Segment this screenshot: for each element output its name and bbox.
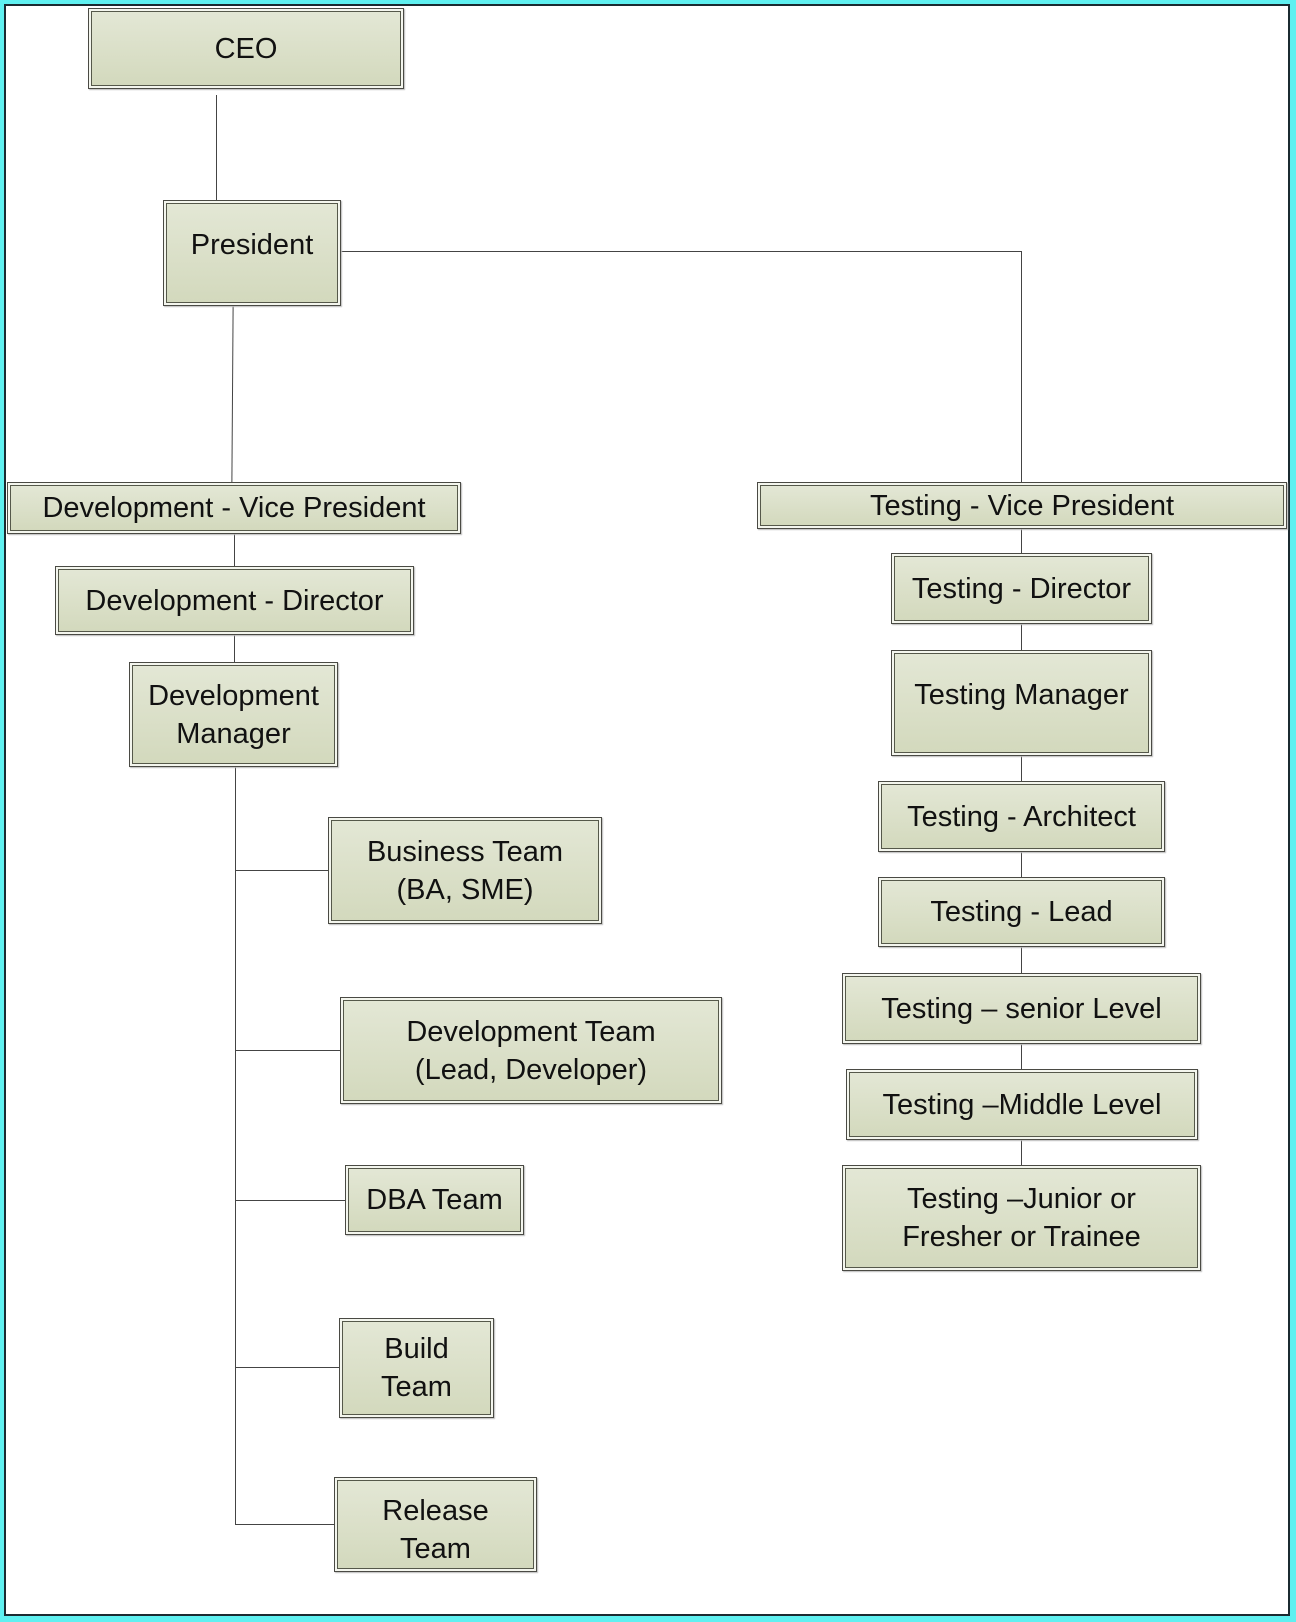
node-label: Build Team [342, 1321, 491, 1415]
node-dev-manager: Development Manager [129, 662, 338, 767]
node-dev-vp: Development - Vice President [7, 482, 461, 534]
connector-dba [235, 1200, 345, 1202]
node-testing-senior: Testing – senior Level [842, 973, 1201, 1044]
node-label: Testing - Lead [881, 880, 1162, 944]
connector-ceo-president [216, 95, 218, 200]
node-dba-team: DBA Team [345, 1165, 524, 1235]
node-label: Testing – senior Level [845, 976, 1198, 1041]
node-label: Testing - Architect [881, 784, 1162, 849]
node-label: Development - Vice President [10, 485, 458, 531]
node-testing-manager: Testing Manager [891, 650, 1152, 756]
node-testing-vp: Testing - Vice President [757, 482, 1287, 529]
node-label: Testing - Vice President [760, 485, 1284, 526]
node-testing-junior: Testing –Junior or Fresher or Trainee [842, 1165, 1201, 1271]
node-dev-director: Development - Director [55, 566, 414, 635]
node-president: President [163, 200, 341, 306]
node-testing-director: Testing - Director [891, 553, 1152, 624]
node-ceo: CEO [88, 8, 404, 89]
node-label: President [166, 203, 338, 303]
node-label: Testing –Middle Level [849, 1072, 1195, 1137]
node-label: Release Team [337, 1480, 534, 1569]
connector-business [235, 870, 328, 872]
connector-development-team [235, 1050, 340, 1052]
node-label: Development Team (Lead, Developer) [343, 1000, 719, 1101]
connector-release [235, 1524, 334, 1526]
connector-dev-trunk [235, 767, 237, 1524]
node-label: Development Manager [132, 665, 335, 764]
connector-president-testing [341, 251, 1022, 253]
node-testing-lead: Testing - Lead [878, 877, 1165, 947]
node-development-team: Development Team (Lead, Developer) [340, 997, 722, 1104]
node-build-team: Build Team [339, 1318, 494, 1418]
node-business-team: Business Team (BA, SME) [328, 817, 602, 924]
node-label: Testing –Junior or Fresher or Trainee [845, 1168, 1198, 1268]
node-label: Development - Director [58, 569, 411, 632]
node-testing-architect: Testing - Architect [878, 781, 1165, 852]
node-label: Testing - Director [894, 556, 1149, 621]
node-label: Business Team (BA, SME) [331, 820, 599, 921]
node-label: Testing Manager [894, 653, 1149, 753]
node-testing-middle: Testing –Middle Level [846, 1069, 1198, 1140]
connector-build [235, 1367, 339, 1369]
node-label: CEO [91, 11, 401, 86]
node-label: DBA Team [348, 1168, 521, 1232]
node-release-team: Release Team [334, 1477, 537, 1572]
connector-testing-vp [1021, 251, 1023, 482]
